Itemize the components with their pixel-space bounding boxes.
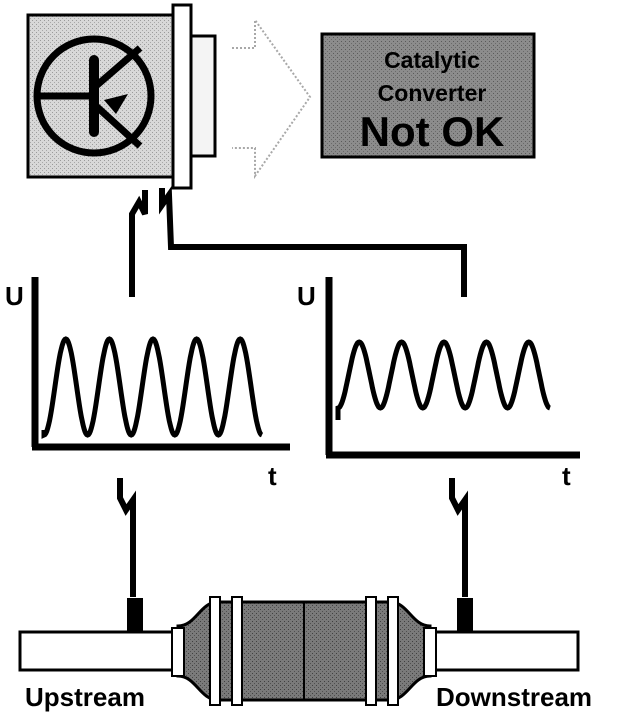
- graph-upstream: U t: [5, 277, 290, 491]
- graph-downstream-x-label: t: [562, 461, 571, 491]
- transistor-arrowhead: [104, 94, 128, 114]
- downstream-pipe: [426, 630, 580, 672]
- control-unit-connector-block: [188, 34, 217, 158]
- converter-band-4: [387, 596, 399, 706]
- downstream-oxygen-sensor: [457, 598, 473, 632]
- converter-band-3: [365, 596, 377, 706]
- graph-upstream-y-label: U: [5, 281, 24, 311]
- upstream-label: Upstream: [25, 682, 145, 712]
- downstream-signal-wire: [159, 185, 467, 297]
- graph-upstream-signal-wave: [41, 336, 264, 439]
- exhaust-system: [18, 596, 580, 706]
- arrow-icon: [232, 16, 312, 180]
- downstream-sensor-wire: [449, 478, 468, 597]
- status-box-line2: Converter: [378, 80, 487, 106]
- upstream-sensor-wire: [117, 478, 136, 597]
- transistor-icon: [33, 35, 155, 157]
- converter-band-1: [209, 596, 221, 706]
- signal-wires: [129, 185, 467, 297]
- sensor-wires: [117, 478, 468, 597]
- upstream-pipe: [18, 630, 182, 672]
- graph-downstream-signal-wave: [335, 339, 551, 420]
- status-box-line1: Catalytic: [384, 47, 480, 73]
- graph-upstream-x-label: t: [268, 461, 277, 491]
- downstream-label: Downstream: [436, 682, 592, 712]
- control-unit-connector-plate: [171, 3, 193, 190]
- converter-inlet-flange: [171, 627, 185, 677]
- converter-band-2: [231, 596, 243, 706]
- graph-downstream: U t: [297, 277, 580, 491]
- upstream-oxygen-sensor: [127, 598, 143, 632]
- status-box: Catalytic Converter Not OK: [320, 32, 536, 159]
- graph-downstream-y-label: U: [297, 281, 316, 311]
- status-box-line3: Not OK: [360, 108, 505, 155]
- upstream-signal-wire: [129, 190, 148, 297]
- status-box-frame: [320, 32, 536, 159]
- converter-outlet-flange: [423, 627, 437, 677]
